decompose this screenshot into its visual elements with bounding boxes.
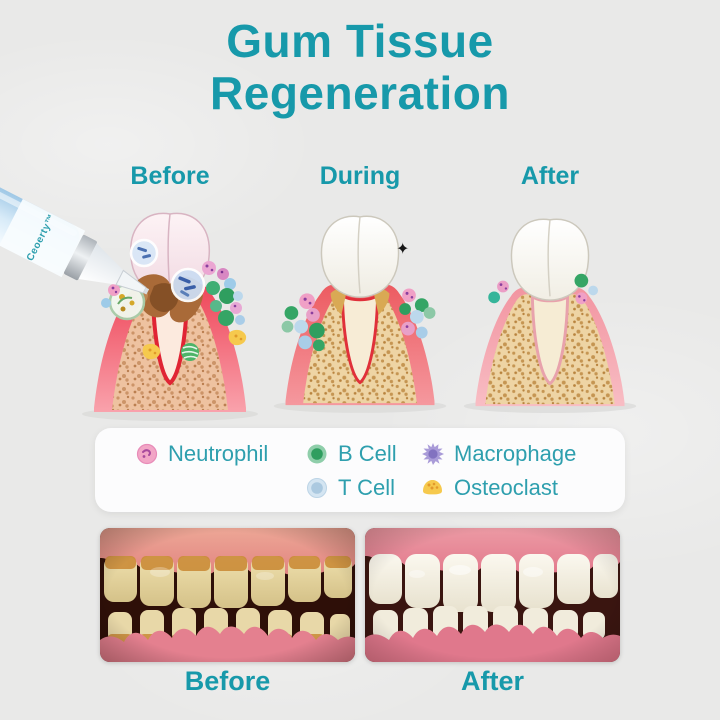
legend-label: T Cell	[338, 475, 396, 500]
pen-label-band	[0, 198, 86, 278]
stage-label-after: After	[520, 162, 580, 190]
applicator-pen: Ceoerty™	[0, 167, 200, 324]
neutrophil-icon	[136, 443, 158, 465]
pen-nib	[115, 269, 147, 294]
legend-item-macrophage: Macrophage	[421, 441, 576, 467]
tooth-root	[340, 292, 380, 385]
title-line-1: Gum Tissue	[226, 15, 494, 67]
stage-label-before: Before	[130, 162, 210, 190]
legend-label: Macrophage	[454, 441, 577, 466]
legend-label: Neutrophil	[168, 441, 269, 466]
before-tooth-svg	[82, 212, 258, 421]
immune-cell-cluster	[281, 288, 436, 352]
pen-collar	[64, 235, 97, 281]
page-title: Gum Tissue Regeneration	[0, 15, 720, 120]
during-tooth-svg	[273, 215, 447, 413]
legend-item-b-cell: B Cell	[305, 441, 397, 467]
t-cell-icon	[307, 478, 327, 498]
legend-item-osteoclast: Osteoclast	[421, 475, 558, 501]
photo-before-svg	[100, 528, 355, 662]
cell-legend	[95, 428, 625, 512]
photo-after	[365, 528, 620, 662]
tooth-diagram-before	[70, 200, 270, 430]
b-cell-icon	[307, 444, 327, 464]
after-tooth-svg	[463, 218, 637, 413]
photo-after-svg	[365, 528, 620, 662]
legend-item-neutrophil: Neutrophil	[135, 441, 268, 467]
macrophage-icon	[422, 443, 444, 465]
tartar-left	[330, 288, 347, 315]
tooth-diagram-after	[452, 210, 648, 422]
photo-label-before: Before	[184, 666, 271, 696]
legend-item-t-cell: T Cell	[305, 475, 395, 501]
legend-label: B Cell	[338, 441, 397, 466]
immune-cell-cluster	[488, 273, 599, 305]
pen-taper	[78, 243, 124, 285]
photo-before	[100, 528, 355, 662]
tooth-diagram-during	[262, 205, 458, 422]
title-line-2: Regeneration	[210, 66, 510, 119]
immune-cell-cluster	[101, 261, 247, 361]
osteoclast-icon	[423, 480, 442, 495]
pen-svg: Ceoerty™	[0, 167, 150, 295]
tartar-right	[373, 288, 390, 315]
legend-label: Osteoclast	[454, 475, 558, 500]
photo-label-after: After	[460, 666, 524, 696]
stage-label-during: During	[319, 162, 401, 190]
tooth-crown	[320, 215, 400, 298]
sparkle-icon: ✦	[396, 241, 410, 258]
